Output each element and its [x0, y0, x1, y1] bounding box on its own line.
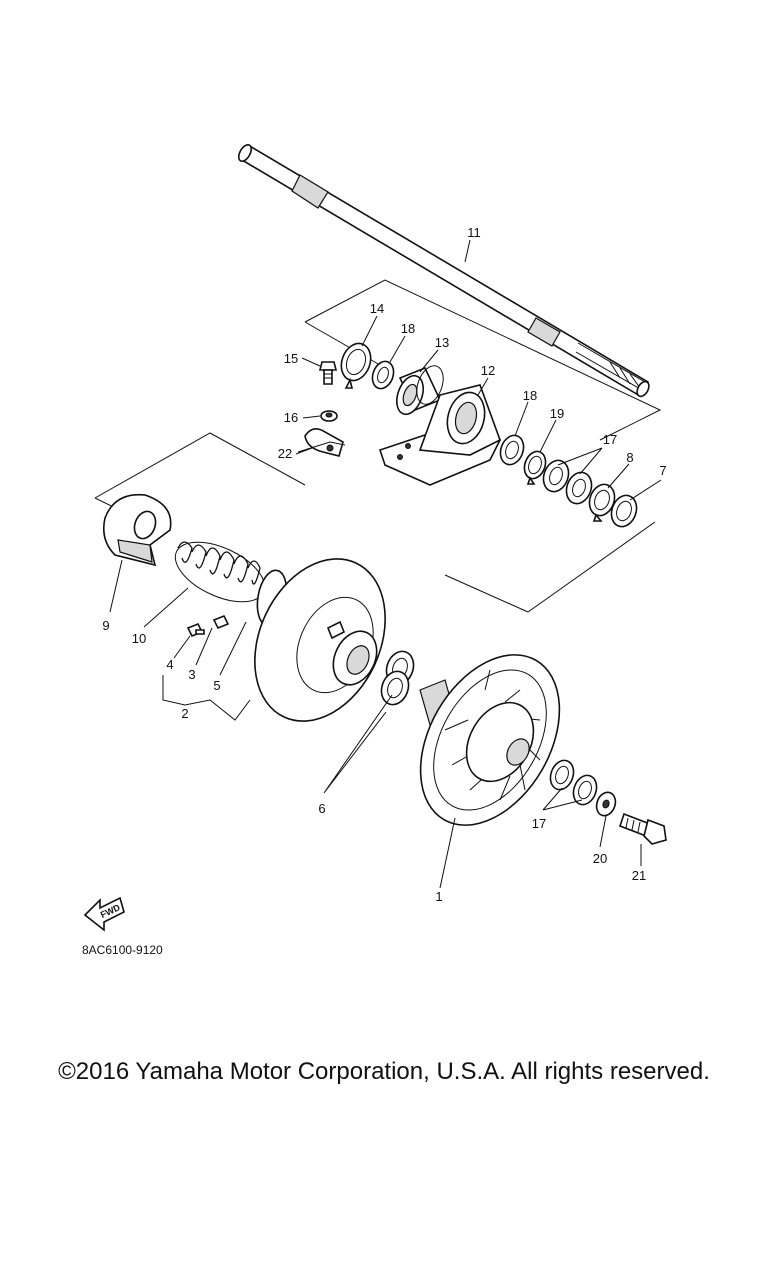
callout-3: 3: [188, 667, 195, 682]
callout-2: 2: [181, 706, 188, 721]
callout-17-upper: 17: [603, 432, 617, 447]
callout-labels: 11 14 18 13 15 12 18 16 19 17 22 8 7 9 1…: [102, 225, 666, 904]
callout-8: 8: [626, 450, 633, 465]
callout-14: 14: [370, 301, 384, 316]
callout-15: 15: [284, 351, 298, 366]
lower-washers: [549, 759, 617, 817]
callout-20: 20: [593, 851, 607, 866]
right-washer-stack: [499, 434, 638, 528]
callout-6: 6: [318, 801, 325, 816]
nut: [320, 410, 338, 422]
callout-21: 21: [632, 868, 646, 883]
callout-18-right: 18: [523, 388, 537, 403]
callout-12: 12: [481, 363, 495, 378]
callout-19: 19: [550, 406, 564, 421]
callout-7: 7: [659, 463, 666, 478]
callout-13: 13: [435, 335, 449, 350]
forward-direction-arrow: FWD: [83, 896, 125, 932]
washer-upper: [371, 360, 395, 390]
callout-1: 1: [435, 889, 442, 904]
bearing: [396, 365, 444, 416]
bearing-housing: [378, 384, 502, 486]
callout-4: 4: [166, 657, 173, 672]
shaft: [237, 143, 650, 398]
exploded-parts-diagram: FWD 11 14 18 13 15 12 18 16 19 17 22 8 7…: [83, 143, 667, 932]
copyright-notice: ©2016 Yamaha Motor Corporation, U.S.A. A…: [58, 1058, 710, 1085]
leader-lines: [109, 239, 662, 889]
fixed-sheave: [419, 654, 561, 826]
bolt-upper: [318, 361, 338, 385]
circlip: [340, 342, 372, 389]
bracket-clip: [304, 428, 344, 457]
callout-16: 16: [284, 410, 298, 425]
bushings: [380, 650, 415, 706]
callout-17-lower: 17: [532, 816, 546, 831]
callout-10: 10: [132, 631, 146, 646]
callout-22: 22: [278, 446, 292, 461]
movable-sheave: [254, 558, 386, 722]
callout-9: 9: [102, 618, 109, 633]
callout-5: 5: [213, 678, 220, 693]
cam-bracket: [102, 493, 172, 567]
callout-11: 11: [467, 225, 481, 240]
diagram-code: 8AC6100-9120: [82, 943, 163, 957]
callout-18-upper: 18: [401, 321, 415, 336]
slider-parts: [186, 614, 230, 638]
bolt-lower: [618, 812, 667, 845]
